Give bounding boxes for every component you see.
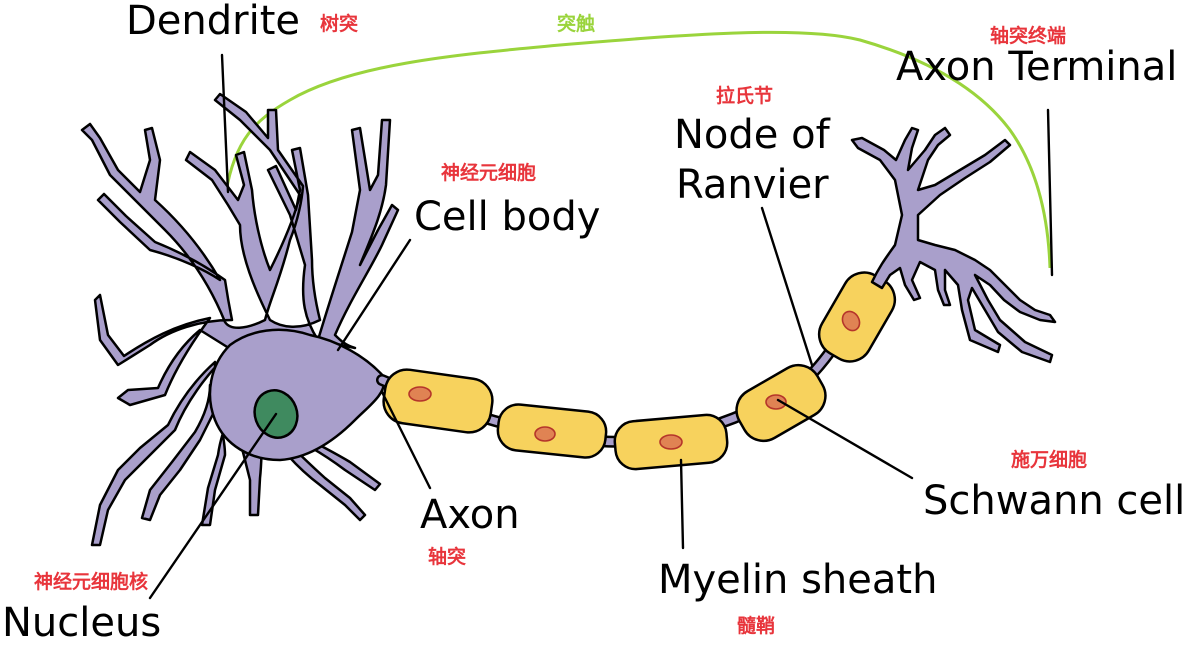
label-cell-body-zh: 神经元细胞 — [441, 161, 536, 184]
leader-node-of-ranvier — [760, 206, 814, 367]
schwann-nucleus — [765, 394, 787, 410]
leader-cell-body — [336, 238, 412, 352]
schwann-nucleus — [534, 426, 556, 442]
leader-schwann-cell — [776, 398, 914, 480]
schwann-nucleus — [841, 310, 861, 332]
label-node-of-ranvier-line1: Node of — [674, 112, 831, 158]
label-dendrite-zh: 树突 — [320, 12, 358, 35]
schwann-nucleus — [659, 434, 683, 450]
axon-terminal-shape — [850, 126, 1057, 364]
label-cell-body: Cell body — [414, 194, 600, 240]
label-myelin-sheath: Myelin sheath — [658, 557, 937, 603]
leader-dendrite — [220, 53, 230, 194]
label-nucleus-zh: 神经元细胞核 — [34, 570, 148, 593]
label-dendrite: Dendrite — [126, 0, 300, 44]
label-node-of-ranvier-line2: Ranvier — [676, 162, 829, 208]
leader-myelin-sheath — [679, 458, 685, 550]
soma — [208, 328, 387, 462]
leader-axon-terminal — [1046, 108, 1054, 277]
schwann-nucleus — [408, 386, 432, 402]
cell-body-shape — [80, 92, 400, 547]
label-synapse-zh: 突触 — [557, 12, 595, 35]
leader-axon — [380, 390, 432, 490]
label-axon-terminal-zh: 轴突终端 — [990, 24, 1066, 47]
label-nucleus: Nucleus — [2, 600, 161, 645]
label-node-of-ranvier-zh: 拉氏节 — [716, 84, 773, 107]
leader-nucleus — [148, 412, 278, 600]
label-axon: Axon — [420, 492, 520, 538]
label-myelin-sheath-zh: 髓鞘 — [737, 614, 775, 637]
label-axon-terminal: Axon Terminal — [896, 44, 1177, 90]
synapse-arc — [224, 30, 1052, 269]
myelin-segment — [382, 368, 494, 434]
label-schwann-cell-zh: 施万细胞 — [1011, 448, 1087, 471]
leader-lines — [148, 53, 1054, 600]
label-schwann-cell: Schwann cell — [923, 478, 1185, 524]
label-axon-zh: 轴突 — [428, 545, 466, 568]
